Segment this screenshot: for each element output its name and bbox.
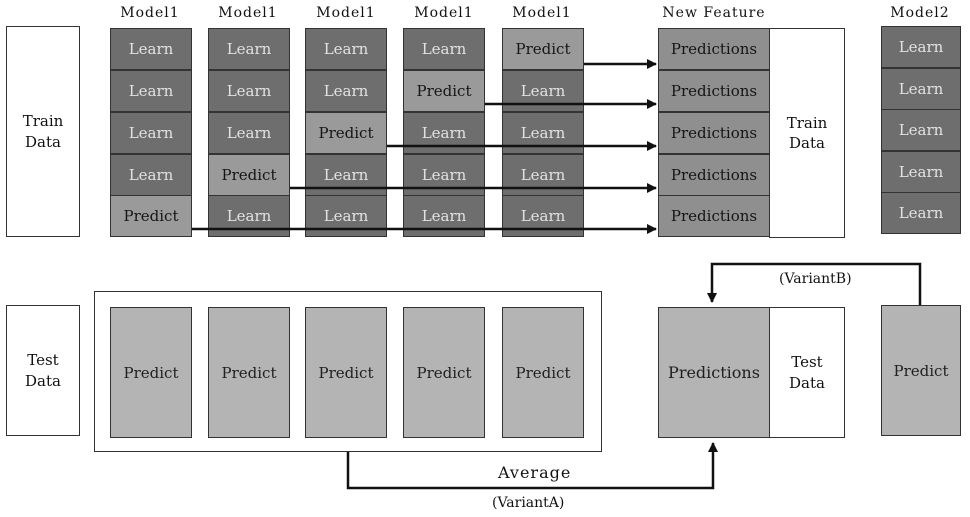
average-arrow <box>348 443 713 488</box>
variant-b-arrow <box>712 264 920 305</box>
